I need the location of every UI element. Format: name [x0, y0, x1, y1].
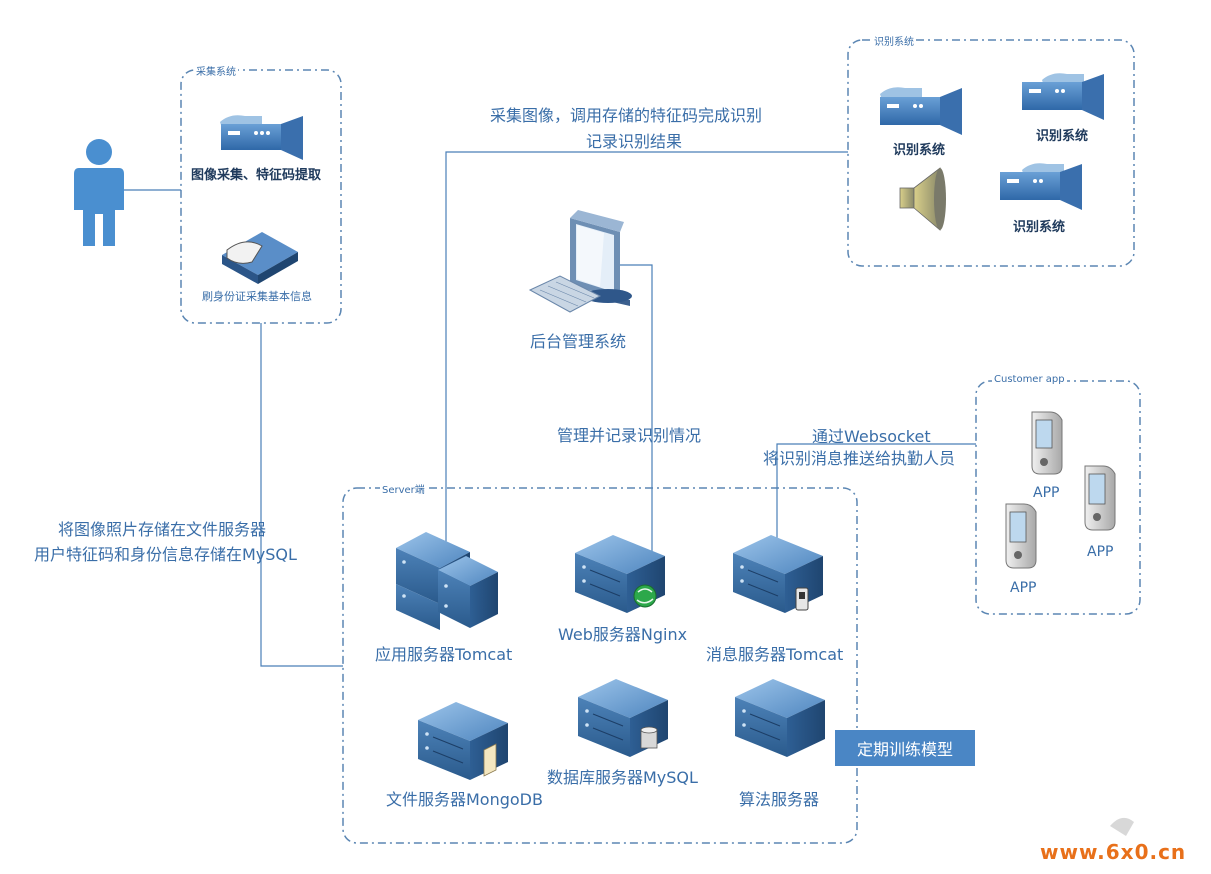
- recognize-flow-line1: 采集图像，调用存储的特征码完成识别: [490, 106, 763, 125]
- admin-flow-label: 管理并记录识别情况: [557, 426, 702, 445]
- phone-2-icon: [1084, 465, 1116, 531]
- recognize-group-box: [847, 39, 1135, 267]
- train-model-button[interactable]: 定期训练模型: [835, 730, 975, 766]
- app-server-label: 应用服务器Tomcat: [375, 645, 513, 664]
- recognize-camera-1-label: 识别系统: [893, 143, 946, 158]
- web-server-label: Web服务器Nginx: [558, 625, 688, 644]
- recognize-flow-line2: 记录识别结果: [586, 132, 683, 151]
- file-server-icon: [418, 702, 508, 780]
- msg-to-customer-line: [776, 443, 976, 548]
- speaker-icon: [899, 167, 946, 231]
- message-server-icon: [733, 535, 823, 613]
- customer-group-title: Customer app: [992, 374, 1067, 385]
- phone-3-label: APP: [1010, 580, 1037, 596]
- server-group-box: [342, 487, 858, 844]
- user-person-icon: [74, 139, 124, 246]
- id-reader-label: 刷身份证采集基本信息: [202, 290, 312, 303]
- collect-camera-label: 图像采集、特征码提取: [191, 168, 322, 183]
- websocket-line2: 将识别消息推送给执勤人员: [763, 449, 956, 468]
- recognize-to-app-server-line: [445, 151, 848, 548]
- app-server-icon: [396, 532, 498, 630]
- web-server-icon: [575, 535, 665, 613]
- storage-flow-line1: 将图像照片存储在文件服务器: [58, 520, 267, 539]
- storage-flow-line2: 用户特征码和身份信息存储在MySQL: [34, 545, 297, 564]
- collect-to-server-line: [260, 323, 343, 667]
- database-server-icon: [578, 679, 668, 757]
- recognize-camera-2-icon: [1022, 73, 1104, 120]
- collect-camera-icon: [220, 115, 303, 160]
- algorithm-server-label: 算法服务器: [739, 790, 820, 809]
- recognize-camera-3-label: 识别系统: [1013, 220, 1066, 235]
- admin-label: 后台管理系统: [530, 332, 627, 351]
- algorithm-server-icon: [735, 679, 825, 757]
- server-group-title: Server端: [380, 481, 427, 496]
- recognize-camera-1-icon: [880, 87, 962, 135]
- collect-group-box: [180, 69, 342, 324]
- phone-1-icon: [1031, 411, 1063, 475]
- recognize-group-title: 识别系统: [872, 33, 916, 48]
- recognize-camera-2-label: 识别系统: [1036, 129, 1089, 144]
- phone-1-label: APP: [1033, 485, 1060, 501]
- recognize-camera-3-icon: [1000, 163, 1082, 210]
- file-server-label: 文件服务器MongoDB: [386, 790, 543, 809]
- websocket-line1: 通过Websocket: [812, 427, 931, 446]
- message-server-label: 消息服务器Tomcat: [706, 645, 844, 664]
- id-card-reader-icon: [222, 232, 298, 284]
- admin-computer-icon: [528, 210, 632, 313]
- phone-3-icon: [1005, 503, 1037, 569]
- watermark-text: www.6x0.cn: [1040, 840, 1187, 864]
- phone-2-label: APP: [1087, 544, 1114, 560]
- collect-group-title: 采集系统: [194, 63, 238, 78]
- watermark-logo-icon: [1110, 817, 1134, 836]
- admin-to-web-line: [620, 264, 653, 565]
- database-server-label: 数据库服务器MySQL: [547, 768, 698, 787]
